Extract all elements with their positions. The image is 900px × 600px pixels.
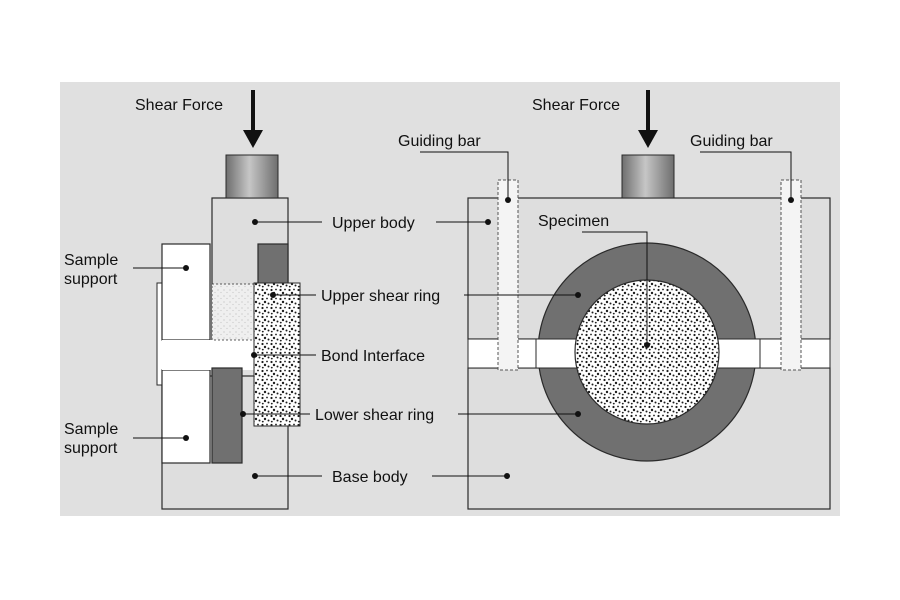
side-view bbox=[156, 90, 301, 510]
bond-gap-side bbox=[162, 340, 256, 370]
upper-dotted-region bbox=[211, 283, 257, 341]
leader-lines bbox=[133, 151, 792, 477]
label-shear-force-right: Shear Force bbox=[532, 97, 620, 114]
lower-shear-ring-side bbox=[211, 367, 243, 464]
guiding-bar-right bbox=[780, 179, 802, 371]
label-sample-support-bottom-1: Sample bbox=[64, 421, 118, 438]
loading-piston-right bbox=[621, 154, 675, 199]
label-bond-interface: Bond Interface bbox=[321, 348, 425, 365]
label-sample-support-top-2: support bbox=[64, 271, 118, 288]
label-shear-force-left: Shear Force bbox=[135, 97, 223, 114]
shear-force-arrow-left bbox=[243, 90, 263, 148]
label-specimen: Specimen bbox=[538, 213, 609, 230]
sample-support-bottom-block bbox=[161, 369, 211, 464]
label-base-body: Base body bbox=[332, 469, 408, 486]
front-view bbox=[467, 90, 831, 510]
label-sample-support-top-1: Sample bbox=[64, 252, 118, 269]
label-sample-support-bottom-2: support bbox=[64, 440, 118, 457]
label-guiding-bar-right: Guiding bar bbox=[690, 133, 773, 150]
label-guiding-bar-left: Guiding bar bbox=[398, 133, 481, 150]
loading-piston-left bbox=[225, 154, 279, 199]
label-upper-body: Upper body bbox=[332, 215, 415, 232]
label-upper-shear-ring: Upper shear ring bbox=[321, 288, 440, 305]
guiding-bar-left bbox=[497, 179, 519, 371]
shear-force-arrow-right bbox=[638, 90, 658, 148]
label-lower-shear-ring: Lower shear ring bbox=[315, 407, 434, 424]
leader-dots bbox=[183, 197, 794, 479]
sample-support-top-block bbox=[161, 243, 211, 341]
